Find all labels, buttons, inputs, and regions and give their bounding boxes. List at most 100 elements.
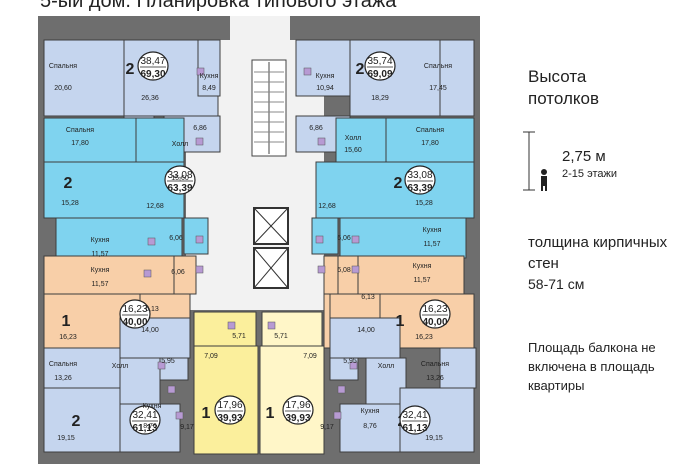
wall-thickness-value: 58-71 см bbox=[528, 276, 585, 292]
room-label: 12,68 bbox=[318, 203, 336, 210]
room-label: Холл bbox=[378, 363, 395, 370]
bathroom-fixture bbox=[303, 67, 312, 76]
room-label: 6,86 bbox=[309, 125, 323, 132]
room-label: 12,68 bbox=[146, 203, 164, 210]
area-badge bbox=[404, 165, 436, 195]
ceiling-height-floors: 2-15 этажи bbox=[562, 168, 617, 180]
room-label: 19,15 bbox=[57, 435, 75, 442]
room-label: 7,09 bbox=[204, 353, 218, 360]
room-label: 5,71 bbox=[232, 333, 246, 340]
room-label: 17,45 bbox=[429, 85, 447, 92]
room-label: Кухня bbox=[200, 73, 219, 80]
room-label: 14,00 bbox=[141, 327, 159, 334]
total-area: 63,39 bbox=[167, 183, 192, 194]
balcony-note: Площадь балкона не включена в площадь кв… bbox=[528, 340, 656, 393]
total-area: 69,30 bbox=[140, 69, 165, 80]
room-label: 16,23 bbox=[59, 334, 77, 341]
room-label: 5,95 bbox=[343, 358, 357, 365]
room-label: Кухня bbox=[143, 403, 162, 410]
total-area: 69,09 bbox=[367, 69, 392, 80]
room-area bbox=[43, 39, 125, 117]
total-area: 61,13 bbox=[132, 423, 157, 434]
room-label: 8,76 bbox=[143, 423, 157, 430]
room-label: Холл bbox=[345, 135, 362, 142]
total-area: 39,93 bbox=[217, 413, 242, 424]
room-count: 1 bbox=[396, 313, 405, 330]
room-label: Спальня bbox=[424, 63, 452, 70]
apartment-a10 bbox=[259, 311, 325, 455]
room-label: 15,60 bbox=[171, 175, 189, 182]
room-area bbox=[43, 255, 175, 295]
room-label: Спальня bbox=[66, 127, 94, 134]
room-area bbox=[193, 311, 257, 347]
room-label: 6,13 bbox=[145, 306, 159, 313]
room-label: 8,76 bbox=[363, 423, 377, 430]
room-label: 6,06 bbox=[169, 235, 183, 242]
room-area bbox=[43, 161, 185, 219]
room-label: Кухня bbox=[361, 408, 380, 415]
room-label: 19,15 bbox=[425, 435, 443, 442]
room-area bbox=[337, 255, 359, 295]
living-area: 33,08 bbox=[407, 170, 432, 181]
room-area bbox=[439, 39, 475, 117]
bathroom-fixture bbox=[351, 235, 360, 244]
room-label: 17,80 bbox=[421, 140, 439, 147]
room-area bbox=[339, 403, 401, 453]
room-label: 9,17 bbox=[180, 424, 194, 431]
room-count: 2 bbox=[72, 413, 81, 430]
total-area: 39,93 bbox=[285, 413, 310, 424]
room-count: 2 bbox=[394, 175, 403, 192]
bathroom-fixture bbox=[157, 361, 166, 370]
bathroom-fixture bbox=[147, 237, 156, 246]
room-label: 26,36 bbox=[141, 95, 159, 102]
room-label: Кухня bbox=[413, 263, 432, 270]
room-label: 8,49 bbox=[202, 85, 216, 92]
living-area: 16,23 bbox=[122, 304, 147, 315]
room-label: Спальня bbox=[49, 361, 77, 368]
total-area: 61,13 bbox=[402, 423, 427, 434]
wall-thickness-title: толщина кирпичных стен bbox=[528, 234, 668, 272]
area-badge bbox=[214, 395, 246, 425]
room-label: 11,57 bbox=[414, 277, 431, 284]
area-badge bbox=[137, 51, 169, 81]
bathroom-fixture bbox=[143, 269, 152, 278]
bathroom-fixture bbox=[317, 265, 326, 274]
room-label: Холл bbox=[172, 141, 189, 148]
corridor-top bbox=[230, 16, 290, 56]
room-label: 15,60 bbox=[344, 147, 362, 154]
room-label: 10,94 bbox=[316, 85, 334, 92]
living-area: 33,08 bbox=[167, 170, 192, 181]
room-label: 6,08 bbox=[337, 267, 351, 274]
room-count: 2 bbox=[126, 61, 135, 78]
apartment-a9 bbox=[193, 311, 259, 455]
area-badge bbox=[419, 299, 451, 329]
bathroom-fixture bbox=[167, 385, 176, 394]
room-label: 13,26 bbox=[54, 375, 72, 382]
living-area: 35,74 bbox=[367, 56, 392, 67]
wet-rooms bbox=[143, 67, 360, 420]
room-count: 1 bbox=[62, 313, 71, 330]
room-label: 14,00 bbox=[357, 327, 375, 334]
apartment-a1 bbox=[43, 39, 221, 153]
apartment-a4 bbox=[311, 117, 475, 259]
room-area bbox=[385, 117, 475, 163]
room-label: 6,13 bbox=[361, 294, 375, 301]
area-badge bbox=[164, 165, 196, 195]
bathroom-fixture bbox=[175, 411, 184, 420]
room-label: 11,57 bbox=[92, 281, 109, 288]
ceiling-height-icon bbox=[523, 131, 547, 191]
bathroom-fixture bbox=[337, 385, 346, 394]
area-badge bbox=[399, 405, 431, 435]
room-count: 1 bbox=[202, 405, 211, 422]
ceiling-height-value: 2,75 м bbox=[562, 148, 606, 165]
room-label: 11,57 bbox=[92, 251, 109, 258]
bathroom-fixture bbox=[196, 67, 205, 76]
total-area: 40,00 bbox=[422, 317, 447, 328]
area-badge bbox=[364, 51, 396, 81]
bathroom-fixture bbox=[351, 265, 360, 274]
area-badge bbox=[129, 405, 161, 435]
room-area bbox=[55, 217, 183, 259]
apartment-a7 bbox=[43, 317, 191, 453]
room-label: Спальня bbox=[49, 63, 77, 70]
